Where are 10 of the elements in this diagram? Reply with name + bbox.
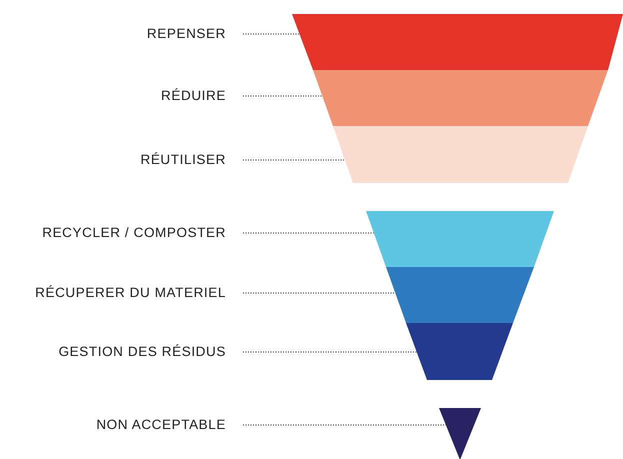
leader-line [242,232,374,234]
level-label: RÉUTILISER [140,152,226,168]
level-label: NON ACCEPTABLE [96,417,226,433]
level-label: REPENSER [146,26,226,42]
level-label: RECYCLER / COMPOSTER [42,225,226,241]
level-label: RÉDUIRE [161,88,226,104]
leader-line [242,292,396,294]
level-label: RÉCUPERER DU MATERIEL [35,285,226,301]
level-label: GESTION DES RÉSIDUS [58,344,226,360]
leader-line [242,424,446,426]
